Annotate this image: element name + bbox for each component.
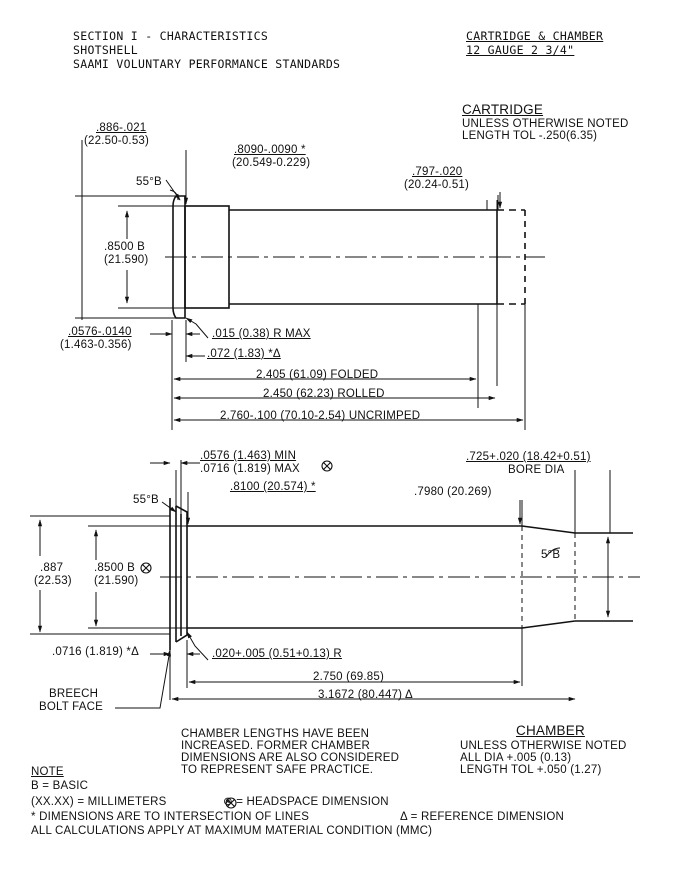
bolt-face-label: BOLT FACE: [39, 701, 104, 713]
cartridge-ref-length: .072 (1.83) *Δ: [207, 348, 281, 360]
chamber-body-dia-mm: (21.590): [94, 575, 139, 587]
note-reference: Δ = REFERENCE DIMENSION: [400, 811, 565, 823]
note-intersection: * DIMENSIONS ARE TO INTERSECTION OF LINE…: [31, 811, 310, 823]
header-right-title: CARTRIDGE & CHAMBER: [466, 29, 604, 43]
chamber-mouth-dia: .7980 (20.269): [414, 486, 492, 498]
remark-line-2: INCREASED. FORMER CHAMBER: [181, 740, 371, 752]
cartridge-head-dia-mm: (20.549-0.229): [232, 157, 311, 169]
chamber-length: 2.750 (69.85): [313, 671, 385, 683]
remark-line-4: TO REPRESENT SAFE PRACTICE.: [181, 764, 374, 776]
cartridge-length-uncrimped: 2.760-.100 (70.10-2.54) UNCRIMPED: [220, 410, 421, 422]
note-title: NOTE: [31, 766, 64, 778]
cartridge-length-rolled: 2.450 (62.23) ROLLED: [263, 388, 385, 400]
note-basic: B = BASIC: [31, 780, 89, 792]
standards-title: SAAMI VOLUNTARY PERFORMANCE STANDARDS: [73, 57, 341, 71]
cartridge-mouth-dia-mm: (20.24-0.51): [404, 179, 470, 191]
chamber-rim-dia: .887: [40, 562, 64, 574]
gauge-label: 12 GAUGE 2 3/4": [466, 43, 575, 57]
chamber-note-3: LENGTH TOL +.050 (1.27): [460, 764, 602, 776]
bore-dia-label: BORE DIA: [508, 464, 565, 476]
chamber-rim-depth: .0716 (1.819) *Δ: [52, 646, 139, 658]
chamber-head-dia: .8100 (20.574) *: [230, 481, 316, 493]
chamber-angle: 55°B: [133, 494, 159, 506]
chamber-note-2: ALL DIA +.005 (0.13): [460, 752, 572, 764]
chamber-note-1: UNLESS OTHERWISE NOTED: [460, 740, 627, 752]
chamber-rim-dia-mm: (22.53): [34, 575, 72, 587]
headspace-min: .0576 (1.463) MIN: [200, 450, 297, 462]
cartridge-length-folded: 2.405 (61.09) FOLDED: [256, 369, 379, 381]
section-title: SECTION I - CHARACTERISTICS: [73, 29, 269, 43]
cartridge-note-2: LENGTH TOL -.250(6.35): [462, 130, 598, 142]
note-headspace: ⊗ = HEADSPACE DIMENSION: [223, 796, 389, 808]
cartridge-rim-dia: .886-.021: [96, 122, 147, 134]
remark-line-1: CHAMBER LENGTHS HAVE BEEN: [181, 728, 370, 740]
cartridge-angle: 55°B: [136, 176, 162, 188]
cartridge-rim-thickness: .0576-.0140: [68, 326, 132, 338]
bore-dia: .725+.020 (18.42+0.51): [466, 451, 591, 463]
cartridge-rim-thickness-mm: (1.463-0.356): [60, 339, 132, 351]
breech-label: BREECH: [49, 688, 99, 700]
chamber-total-length: 3.1672 (80.447) Δ: [318, 689, 413, 701]
remark-line-3: DIMENSIONS ARE ALSO CONSIDERED: [181, 752, 400, 764]
note-millimeters: (XX.XX) = MILLIMETERS: [31, 796, 167, 808]
chamber-radius: .020+.005 (0.51+0.13) R: [212, 648, 342, 660]
chamber-title: CHAMBER: [516, 723, 585, 738]
cartridge-rim-dia-mm: (22.50-0.53): [84, 135, 150, 147]
forcing-cone-angle: 5°B: [541, 549, 561, 561]
cartridge-title: CARTRIDGE: [462, 102, 544, 117]
note-mmc: ALL CALCULATIONS APPLY AT MAXIMUM MATERI…: [31, 825, 433, 837]
cartridge-body-dia: .8500 B: [104, 241, 146, 253]
cartridge-note-1: UNLESS OTHERWISE NOTED: [462, 118, 629, 130]
cartridge-mouth-dia: .797-.020: [412, 166, 463, 178]
chamber-body-dia: .8500 B: [94, 562, 136, 574]
cartridge-radius: .015 (0.38) R MAX: [212, 328, 311, 340]
section-subtitle: SHOTSHELL: [73, 43, 139, 57]
cartridge-head-dia: .8090-.0090 *: [234, 144, 306, 156]
cartridge-body-dia-mm: (21.590): [104, 254, 149, 266]
headspace-max: .0716 (1.819) MAX: [200, 463, 300, 475]
chamber-outline: [169, 498, 633, 650]
